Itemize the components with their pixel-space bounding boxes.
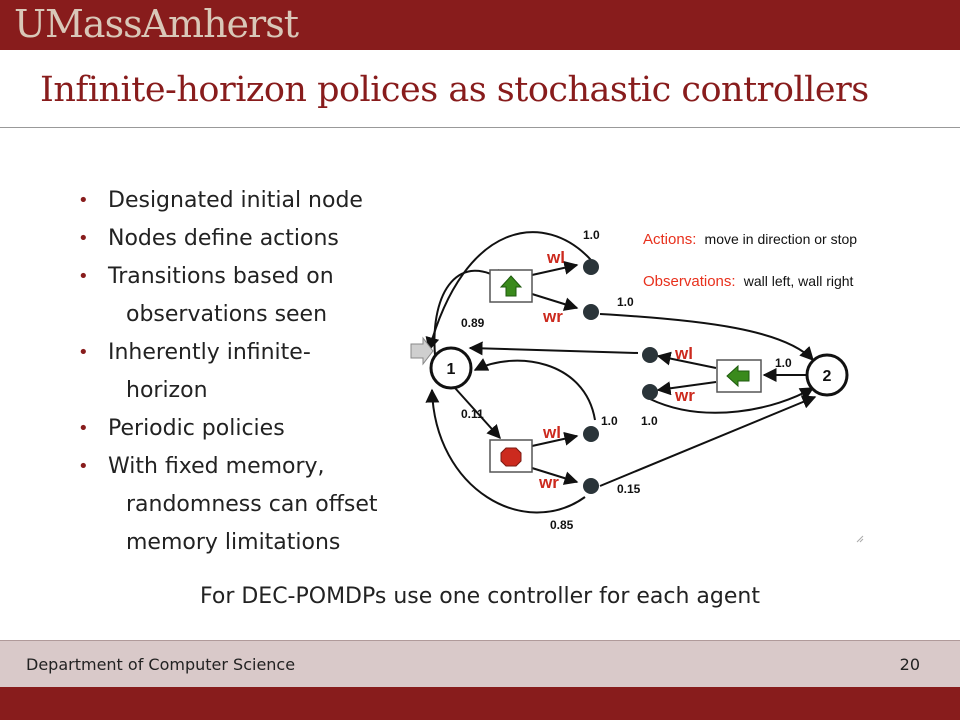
prob-015: 0.15	[617, 482, 641, 496]
arrow-up-icon	[499, 275, 523, 297]
legend-actions-key: Actions:	[643, 231, 696, 248]
bullet-text: observations seen	[126, 302, 328, 327]
edge-botwl-n1	[473, 358, 596, 421]
bullet-item: • Inherently infinite-horizon	[78, 334, 438, 410]
node-1	[429, 346, 473, 390]
header-bar: UMassAmherst	[0, 0, 960, 50]
node-2-label: 2	[823, 368, 832, 385]
bullet-item: • With fixed memory, randomness can offset…	[78, 448, 438, 562]
title-divider	[0, 127, 960, 128]
prob-top-wl: 1.0	[583, 228, 600, 242]
slide-title: Infinite-horizon polices as stochastic c…	[40, 70, 869, 110]
initial-node-arrow	[410, 336, 434, 366]
bullet-text: With fixed memory,	[108, 454, 325, 479]
bullet-marker: •	[78, 456, 89, 477]
bullet-item: • Designated initial node	[78, 182, 438, 220]
bullet-marker: •	[78, 418, 89, 439]
legend-actions-value: move in direction or stop	[705, 231, 858, 247]
bullet-text: Designated initial node	[108, 188, 363, 213]
resize-grip-icon	[856, 535, 864, 543]
controller-diagram: 1 2 wl wr wl wr wl wr 1.0 1.0 0.89 0.11 …	[410, 228, 864, 543]
footer: Department of Computer Science 20	[0, 640, 960, 687]
legend-observations-key: Observations:	[643, 273, 736, 290]
bullet-item: • Periodic policies	[78, 410, 438, 448]
arrow-left-icon	[726, 364, 750, 388]
edge-botwr-n2	[599, 395, 817, 487]
edge-bot-wl	[531, 431, 579, 447]
obs-dot-mid-wl	[642, 347, 658, 363]
legend-observations-value: wall left, wall right	[743, 273, 854, 289]
bullet-text: Nodes define actions	[108, 226, 339, 251]
node-1-label: 1	[447, 361, 456, 378]
edge-n1-bot	[454, 387, 501, 440]
bullet-text: randomness can offset	[126, 492, 378, 517]
obs-dot-bot-wl	[583, 426, 599, 442]
bullet-marker: •	[78, 190, 89, 211]
edge-bot-wr	[531, 467, 579, 485]
obs-dot-mid-wr	[642, 384, 658, 400]
bullet-item: • Nodes define actions	[78, 220, 438, 258]
obs-label-bot-wl: wl	[542, 423, 561, 442]
edge-top-wr	[531, 293, 579, 311]
bottom-bar	[0, 687, 960, 720]
legend-observations: Observations: wall left, wall right	[643, 273, 854, 290]
prob-mid-wr: 1.0	[641, 414, 658, 428]
obs-label-bot-wr: wr	[538, 473, 559, 492]
obs-label-top-wr: wr	[542, 307, 563, 326]
prob-mid-in: 1.0	[775, 356, 792, 370]
umass-logo: UMassAmherst	[14, 2, 299, 46]
edge-midwl-n1	[468, 341, 639, 356]
legend-actions: Actions: move in direction or stop	[643, 231, 857, 248]
edge-midwr-n2	[649, 387, 815, 414]
edge-mid-wr	[656, 381, 717, 396]
bullet-marker: •	[78, 266, 89, 287]
node-2	[805, 353, 849, 397]
bullet-text: horizon	[126, 378, 208, 403]
bullet-text: memory limitations	[126, 530, 341, 555]
bullet-item: • Transitions based on observations seen	[78, 258, 438, 334]
prob-089: 0.89	[461, 316, 485, 330]
bottom-note: For DEC-POMDPs use one controller for ea…	[199, 584, 760, 609]
obs-dot-top-wr	[583, 304, 599, 320]
edge-top-wl	[531, 260, 579, 276]
edge-topwl-n1	[425, 231, 592, 352]
stop-sign-icon	[500, 447, 522, 467]
edge-topwr-n2	[599, 313, 814, 362]
edge-botwr-n1	[425, 388, 586, 514]
prob-085: 0.85	[550, 518, 574, 532]
bullet-text: Inherently infinite-	[108, 340, 311, 365]
bullet-text: Transitions based on	[108, 264, 334, 289]
page-number: 20	[899, 655, 920, 674]
bullet-marker: •	[78, 342, 89, 363]
bullet-text: Periodic policies	[108, 416, 285, 441]
obs-dot-top-wl	[583, 259, 599, 275]
prob-bot-wl: 1.0	[601, 414, 618, 428]
obs-label-top-wl: wl	[546, 248, 565, 267]
obs-label-mid-wl: wl	[674, 344, 693, 363]
bullet-list: • Designated initial node • Nodes define ac…	[78, 182, 438, 562]
obs-dot-bot-wr	[583, 478, 599, 494]
prob-011: 0.11	[461, 407, 484, 421]
obs-label-mid-wr: wr	[674, 386, 695, 405]
prob-top-wr: 1.0	[617, 295, 634, 309]
edge-mid-wl	[656, 351, 717, 369]
bullet-marker: •	[78, 228, 89, 249]
department-label: Department of Computer Science	[26, 655, 296, 674]
